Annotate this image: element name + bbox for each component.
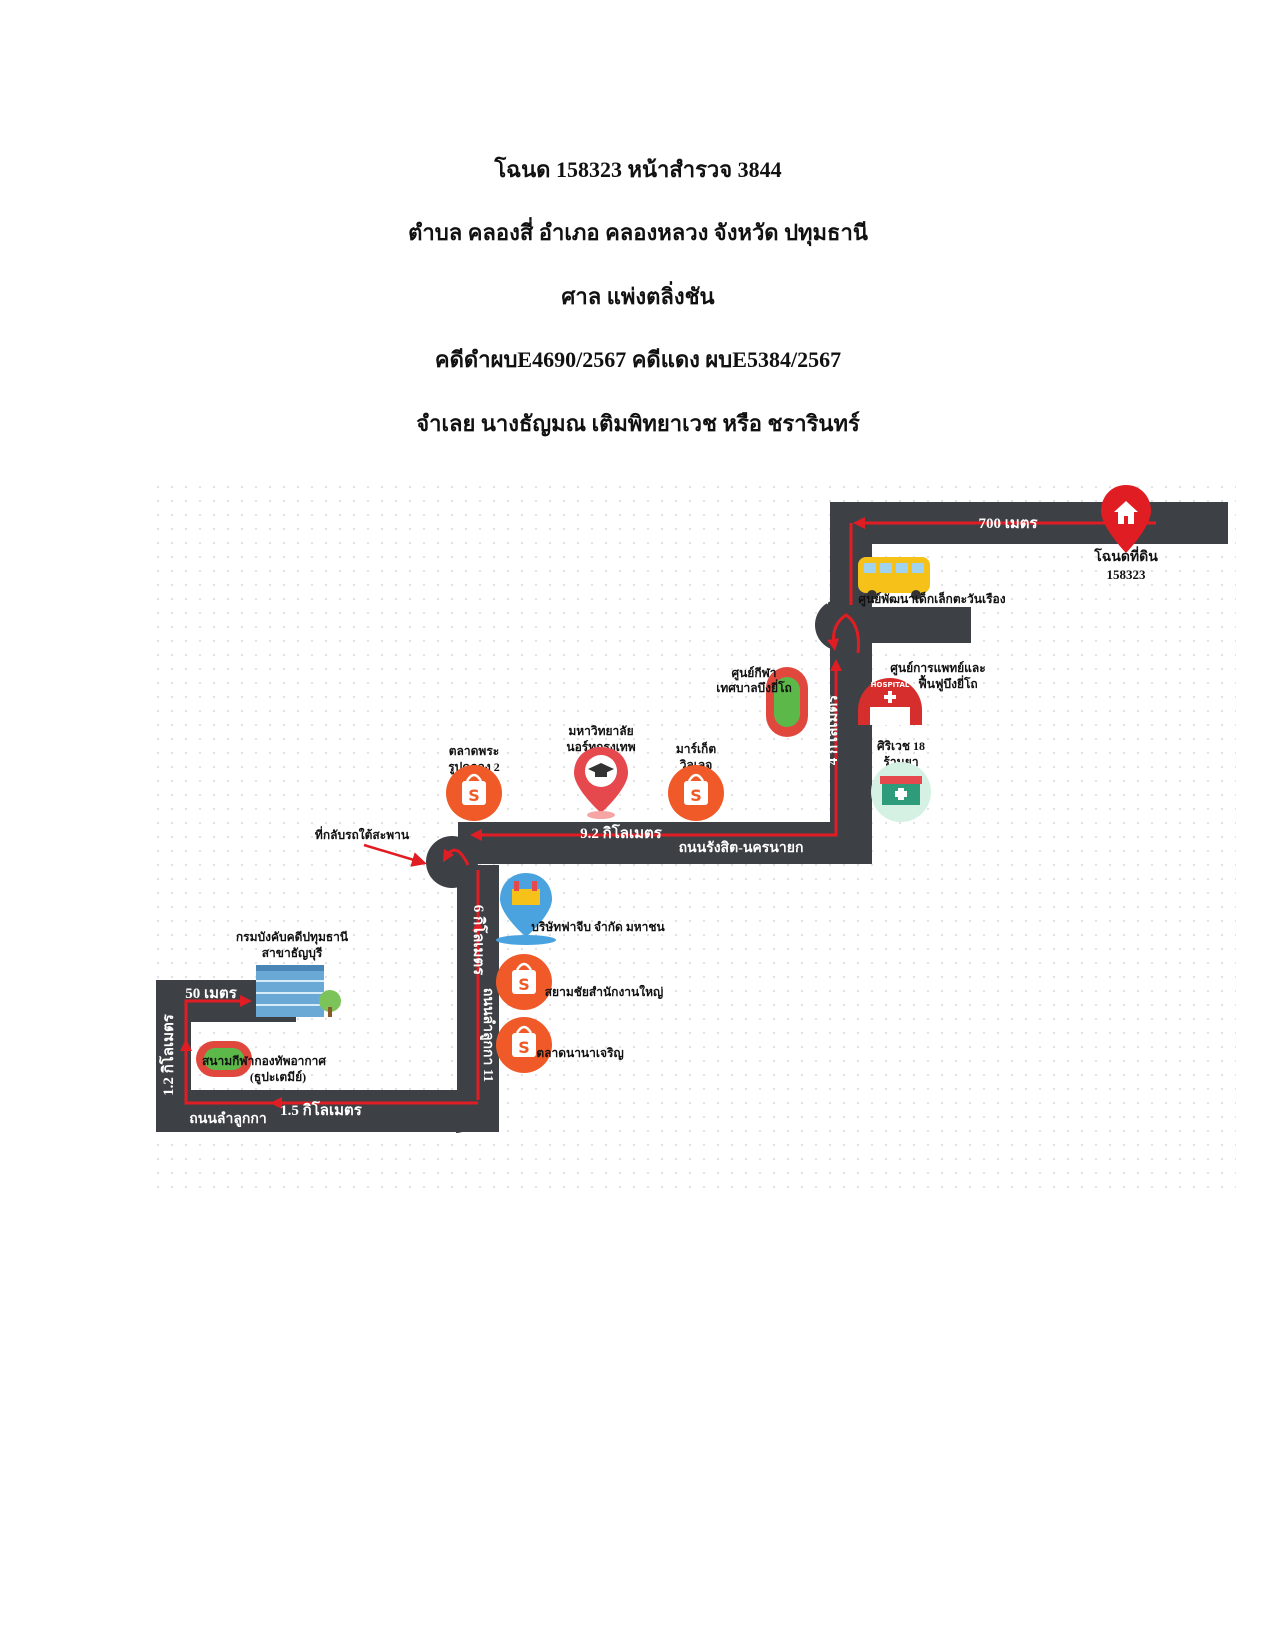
- sports-center-label-2: เทศบาลบึงยี่โถ: [716, 679, 792, 695]
- factory-label: บริษัทฟาจีบ จำกัด มหาชน: [531, 920, 665, 934]
- destination-number: 158323: [1107, 567, 1147, 582]
- university-label: มหาวิทยาลัย: [568, 724, 633, 738]
- sports-center-label: ศูนย์กีฬา: [731, 666, 776, 681]
- home-icon: [1114, 501, 1138, 524]
- pharmacy-icon: [871, 762, 931, 822]
- route-map: 700 เมตร 7.3 กิโลเมตร 4 กิโลเมตร 9.2 กิโ…: [156, 485, 1236, 1195]
- court-line: ศาล แพ่งตลิ่งชัน: [561, 284, 715, 309]
- case-number-line: คดีดำผบE4690/2567 คดีแดง ผบE5384/2567: [434, 347, 842, 372]
- shop-letter: S: [518, 975, 530, 994]
- distance-9-2km: 9.2 กิโลเมตร: [580, 823, 663, 842]
- distance-700m: 700 เมตร: [978, 516, 1038, 532]
- distance-7-3km: 7.3 กิโลเมตร: [813, 523, 832, 606]
- shopping-bag-icon: S: [496, 954, 552, 1010]
- stadium-icon: [196, 1041, 252, 1077]
- execution-office-label: กรมบังคับคดีปทุมธานี: [236, 930, 349, 945]
- distance-1-5km: 1.5 กิโลเมตร: [280, 1100, 363, 1119]
- shop-letter: S: [690, 786, 702, 805]
- shopping-bag-icon: S: [668, 765, 724, 821]
- road-lamlukka: ถนนลำลูกกา: [189, 1111, 266, 1127]
- title-deed: โฉนด 158323 หน้าสำรวจ 3844: [494, 157, 782, 182]
- road-lamlukka-11: ถนนลำลูกกา 11: [480, 988, 496, 1082]
- shopping-bag-icon: S: [446, 765, 502, 821]
- office-building-icon: [256, 965, 341, 1017]
- market-1-label: ตลาดพระ: [449, 744, 499, 758]
- factory-icon: [496, 873, 556, 945]
- defendant-line: จำเลย นางธัญมณ เติมพิทยาเวช หรือ ชรารินท…: [416, 411, 860, 436]
- hospital-icon-text: HOSPITAL: [871, 681, 910, 689]
- medical-center-label-2: ฟื้นฟูบึงยี่โถ: [918, 674, 977, 692]
- u-turn-pointer: [363, 843, 427, 867]
- air-force-stadium-label: สนามกีฬากองทัพอากาศ: [202, 1054, 326, 1068]
- school-bus-icon: [858, 557, 930, 600]
- destination-label: โฉนดที่ดิน: [1093, 546, 1158, 565]
- distance-4km: 4 กิโลเมตร: [822, 694, 841, 765]
- distance-1-2km: 1.2 กิโลเมตร: [158, 1013, 177, 1096]
- destination-pin: [1101, 485, 1151, 553]
- execution-office-label-2: สาขาธัญบุรี: [262, 946, 323, 961]
- shopping-bag-icon: S: [496, 1017, 552, 1073]
- shop-letter: S: [468, 786, 480, 805]
- pharmacy-label: ศิริเวช 18: [877, 739, 925, 753]
- university-pin: [574, 747, 628, 819]
- stadium-icon: [766, 667, 808, 737]
- distance-50m: 50 เมตร: [185, 986, 238, 1002]
- siam-chai-label: สยามชัยสำนักงานใหญ่: [545, 984, 664, 999]
- distance-6km: 6 กิโลเมตร: [470, 905, 489, 976]
- medical-center-label: ศูนย์การแพทย์และ: [890, 661, 985, 676]
- graduation-cap-icon: [588, 763, 614, 777]
- hospital-icon: HOSPITAL: [858, 678, 922, 725]
- shop-letter: S: [518, 1038, 530, 1057]
- nursery-label: ศูนย์พัฒนาเด็กเล็กตะวันเรือง: [858, 591, 1005, 607]
- air-force-stadium-label-2: (ธูปะเตมีย์): [250, 1070, 306, 1085]
- nana-charoen-market-label: ตลาดนานาเจริญ: [536, 1046, 623, 1060]
- location-line: ตำบล คลองสี่ อำเภอ คลองหลวง จังหวัด ปทุม…: [408, 220, 868, 245]
- u-turn-label: ที่กลับรถใต้สะพาน: [315, 826, 410, 842]
- road-rangsit-nakhonnayok: ถนนรังสิต-นครนายก: [679, 840, 804, 856]
- market-2-label: มาร์เก็ต: [676, 741, 716, 756]
